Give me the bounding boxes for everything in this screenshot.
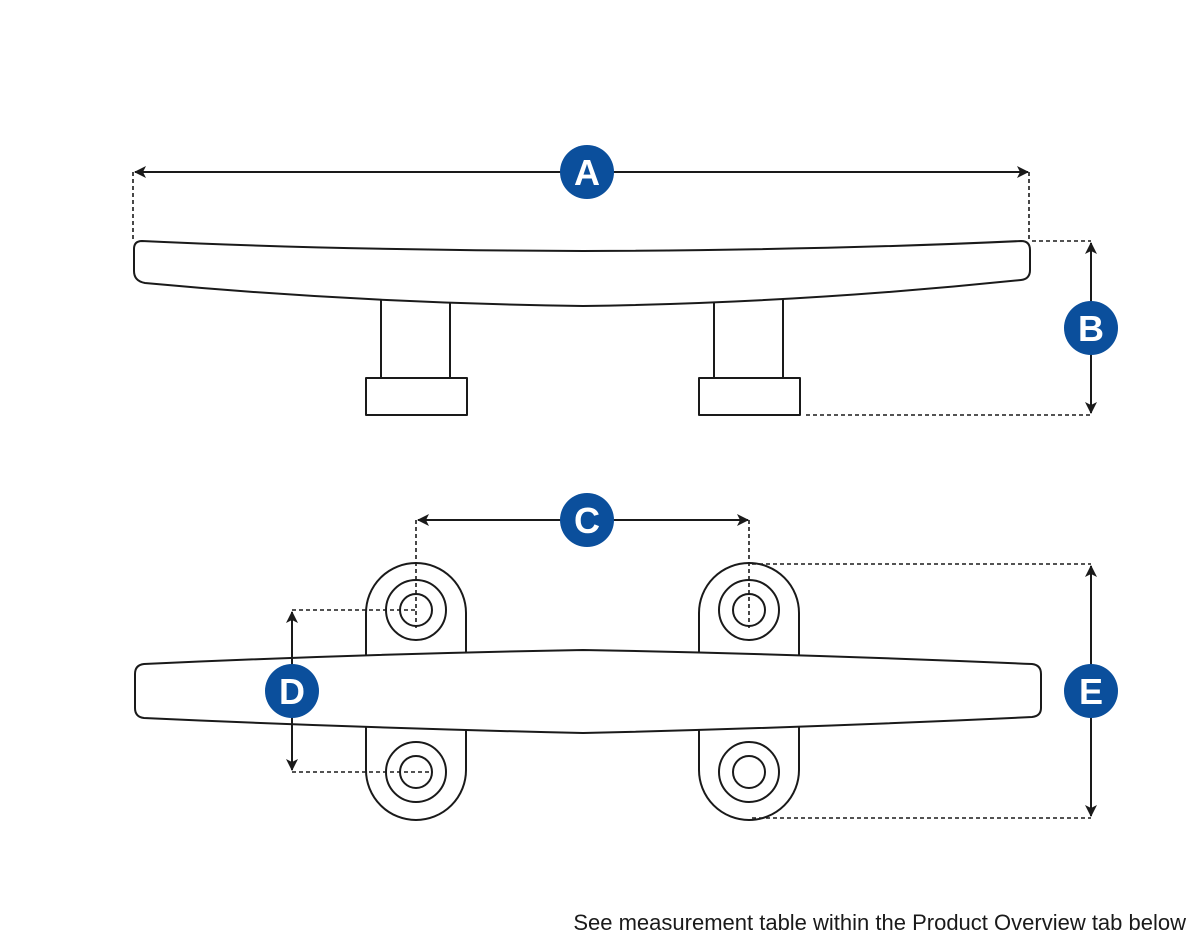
badge-e: [1064, 664, 1118, 718]
top-view-horn: [134, 649, 1042, 734]
badge-a-label: A: [574, 152, 600, 193]
badge-e-label: E: [1079, 671, 1103, 712]
badge-a: [560, 145, 614, 199]
badge-c-label: C: [574, 500, 600, 541]
measurement-note: See measurement table within the Product…: [573, 910, 1186, 935]
dimension-a: A: [132, 145, 1030, 241]
side-view-foot-left: [365, 377, 468, 416]
bolt-hole-upper-right: [718, 579, 780, 641]
dimension-b: B: [806, 240, 1118, 416]
badge-d-label: D: [279, 671, 305, 712]
badge-d: [265, 664, 319, 718]
badge-c: [560, 493, 614, 547]
side-view-leg-right: [713, 294, 784, 381]
bolt-hole-lower-left: [385, 741, 447, 803]
dimension-c: C: [415, 493, 750, 628]
side-view-horn: [133, 240, 1031, 307]
side-view-foot-right: [698, 377, 801, 416]
badge-b: [1064, 301, 1118, 355]
badge-b-label: B: [1078, 308, 1104, 349]
side-view-leg-left: [380, 294, 451, 381]
side-view: [133, 240, 1031, 416]
dimension-e: E: [752, 563, 1118, 819]
bolt-hole-upper-left: [385, 579, 447, 641]
dimension-d: D: [265, 609, 432, 773]
bolt-hole-lower-right: [718, 741, 780, 803]
